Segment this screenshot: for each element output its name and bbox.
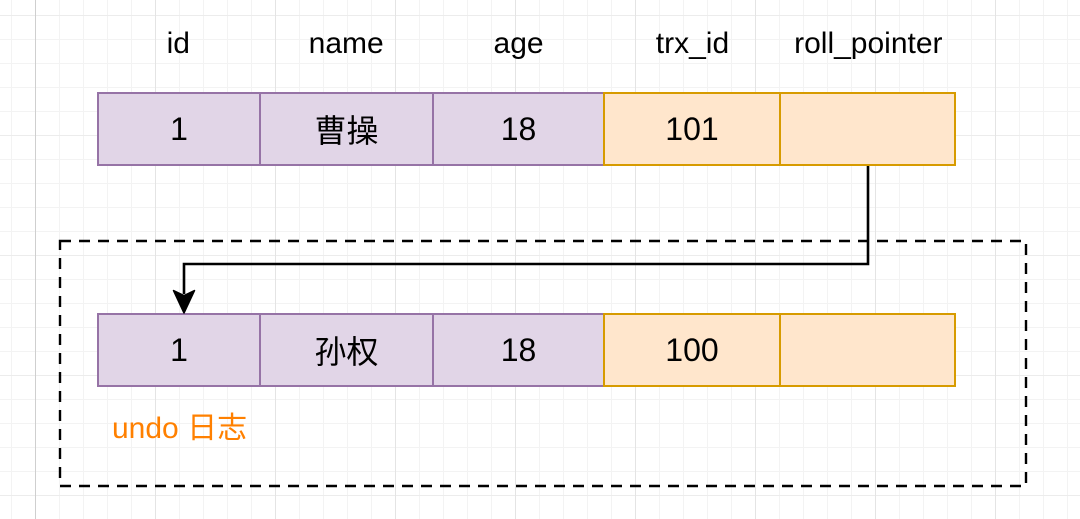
roll-pointer-arrow-line: [182, 166, 870, 294]
cell-current-roll-pointer: [779, 92, 956, 166]
cell-undo-trx-id: 100: [603, 313, 781, 387]
cell-current-name: 曹操: [259, 92, 434, 166]
cell-current-age: 18: [432, 92, 605, 166]
column-header-trx-id: trx_id: [655, 27, 730, 60]
cell-current-trx-id: 101: [603, 92, 781, 166]
column-header-id: id: [166, 27, 190, 60]
record-row-undo: 1 孙权 18 100: [97, 313, 956, 387]
arrowhead-icon: [172, 289, 196, 314]
undo-log-label: undo 日志: [112, 412, 248, 445]
cell-undo-name: 孙权: [259, 313, 434, 387]
column-header-roll-pointer: roll_pointer: [794, 27, 943, 60]
record-row-current: 1 曹操 18 101: [97, 92, 956, 166]
column-header-name: name: [308, 27, 384, 60]
cell-undo-id: 1: [97, 313, 261, 387]
page-edge-line: [35, 0, 36, 519]
cell-current-id: 1: [97, 92, 261, 166]
column-header-row: id name age trx_id roll_pointer: [97, 26, 956, 62]
cell-undo-roll-pointer: [779, 313, 956, 387]
column-header-age: age: [493, 27, 544, 60]
cell-undo-age: 18: [432, 313, 605, 387]
